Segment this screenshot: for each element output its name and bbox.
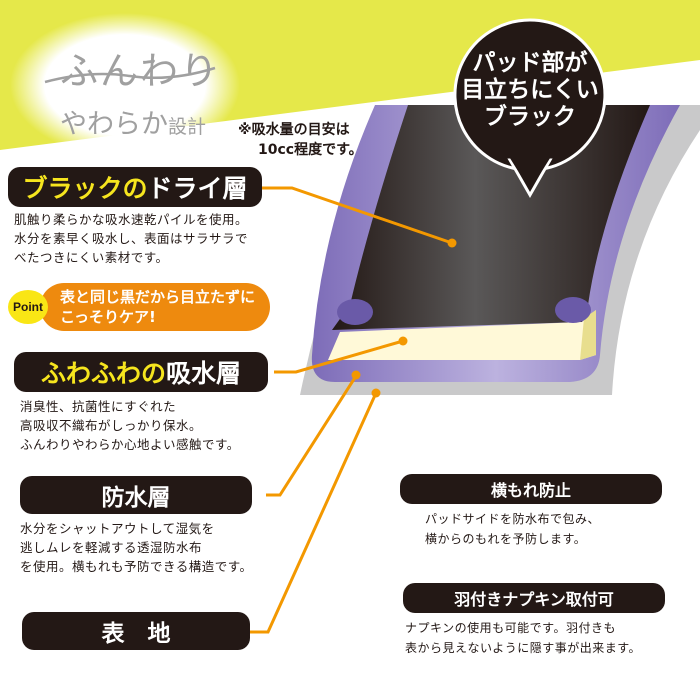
- logo-line2: やわらか設計: [60, 102, 206, 141]
- desc-line: 消臭性、抗菌性にすぐれた: [20, 399, 177, 414]
- desc-napkin-compatible: ナプキンの使用も可能です。羽付きも 表から見えないように隠す事が出来ます。: [405, 618, 641, 658]
- heading-absorbent-layer: ふわふわの吸水層: [14, 352, 268, 392]
- desc-line: パッドサイドを防水布で包み、: [425, 512, 601, 526]
- heading-main: 防水層: [101, 485, 171, 511]
- desc-dry-layer: 肌触り柔らかな吸水速乾パイルを使用。 水分を素早く吸水し、表面はサラサラで べた…: [14, 210, 248, 267]
- point-line: 表と同じ黒だから目立たずに: [60, 288, 256, 306]
- absorbent-edge: [580, 310, 596, 360]
- heading-surface-layer: 表 地: [22, 612, 250, 650]
- heading-accent: ふわふわの: [40, 359, 166, 388]
- desc-line: 表から見えないように隠す事が出来ます。: [405, 641, 642, 655]
- desc-absorbent-layer: 消臭性、抗菌性にすぐれた 高吸収不織布がしっかり保水。 ふんわりやわらか心地よい…: [20, 397, 240, 454]
- heading-dry-layer: ブラックのドライ層: [8, 167, 262, 207]
- bubble-text: パッド部が 目立ちにくい ブラック: [455, 50, 605, 131]
- heading-main: ドライ層: [147, 174, 248, 203]
- desc-line: 逃しムレを軽減する透湿防水布: [20, 540, 203, 555]
- leader-dots: [351, 238, 457, 398]
- bubble-line: パッド部が: [472, 50, 588, 76]
- desc-line: ふんわりやわらか心地よい感触です。: [20, 437, 240, 452]
- absorption-note: ※吸水量の目安は 10cc程度です。: [238, 120, 363, 160]
- wave-line: [44, 66, 216, 84]
- point-badge: Point: [8, 290, 48, 324]
- heading-main: 表 地: [101, 621, 171, 647]
- heading-napkin-compatible: 羽付きナプキン取付可: [403, 583, 665, 613]
- logo-line2-kana: やわらか: [60, 109, 168, 140]
- desc-side-leak: パッドサイドを防水布で包み、 横からのもれを予防します。: [425, 509, 600, 549]
- desc-line: 水分をシャットアウトして湿気を: [20, 521, 215, 536]
- absorbent-layer: [328, 310, 596, 360]
- tube-end-right: [555, 297, 591, 323]
- product-logo: ふんわり やわらか設計: [20, 20, 230, 160]
- desc-line: 横からのもれを予防します。: [425, 532, 587, 546]
- feature-title: 横もれ防止: [490, 481, 571, 500]
- point-callout: 表と同じ黒だから目立たずに こっそりケア!: [40, 283, 270, 331]
- bubble-line: 目立ちにくい: [461, 77, 599, 103]
- tube-end-left: [337, 299, 373, 325]
- logo-glow: [10, 13, 240, 157]
- desc-line: を使用。横もれも予防できる構造です。: [20, 559, 253, 574]
- desc-line: ナプキンの使用も可能です。羽付きも: [405, 621, 616, 635]
- point-line: こっそりケア!: [60, 308, 156, 326]
- desc-line: 肌触り柔らかな吸水速乾パイルを使用。: [14, 212, 249, 227]
- heading-main: 吸水層: [166, 359, 242, 388]
- heading-waterproof-layer: 防水層: [20, 476, 252, 514]
- bubble-line: ブラック: [484, 104, 576, 130]
- logo-line1: ふんわり: [60, 49, 221, 93]
- note-line2: 10cc程度です。: [258, 142, 363, 158]
- feature-title: 羽付きナプキン取付可: [454, 590, 614, 609]
- heading-side-leak: 横もれ防止: [400, 474, 662, 504]
- desc-waterproof-layer: 水分をシャットアウトして湿気を 逃しムレを軽減する透湿防水布 を使用。横もれも予…: [20, 519, 253, 576]
- leader-lines: [250, 186, 453, 634]
- desc-line: 高吸収不織布がしっかり保水。: [20, 418, 203, 433]
- logo-line2-kanji: 設計: [168, 116, 207, 138]
- speech-bubble-tail-fill: [508, 155, 552, 190]
- desc-line: 水分を素早く吸水し、表面はサラサラで: [14, 231, 249, 246]
- dry-layer: [332, 105, 650, 330]
- heading-accent: ブラックの: [22, 174, 148, 203]
- desc-line: べたつきにくい素材です。: [14, 250, 169, 265]
- note-line1: ※吸水量の目安は: [238, 122, 350, 138]
